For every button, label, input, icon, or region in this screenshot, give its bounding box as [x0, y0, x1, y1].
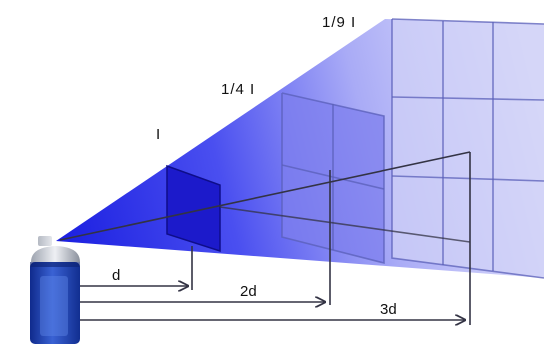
ray-to-far: [59, 151, 471, 241]
label-distance-d: d: [112, 267, 120, 284]
label-distance-3d: 3d: [380, 301, 397, 318]
label-distance-2d: 2d: [240, 283, 257, 300]
near-screen: [166, 164, 221, 253]
mid-screen: [281, 92, 385, 265]
label-intensity-near: I: [156, 126, 161, 143]
label-intensity-mid: 1/4 I: [221, 81, 255, 98]
label-intensity-far: 1/9 I: [322, 14, 356, 31]
spray-can-icon: [30, 236, 80, 344]
far-screen: [391, 18, 544, 279]
ray-to-far-lower: [219, 206, 471, 243]
